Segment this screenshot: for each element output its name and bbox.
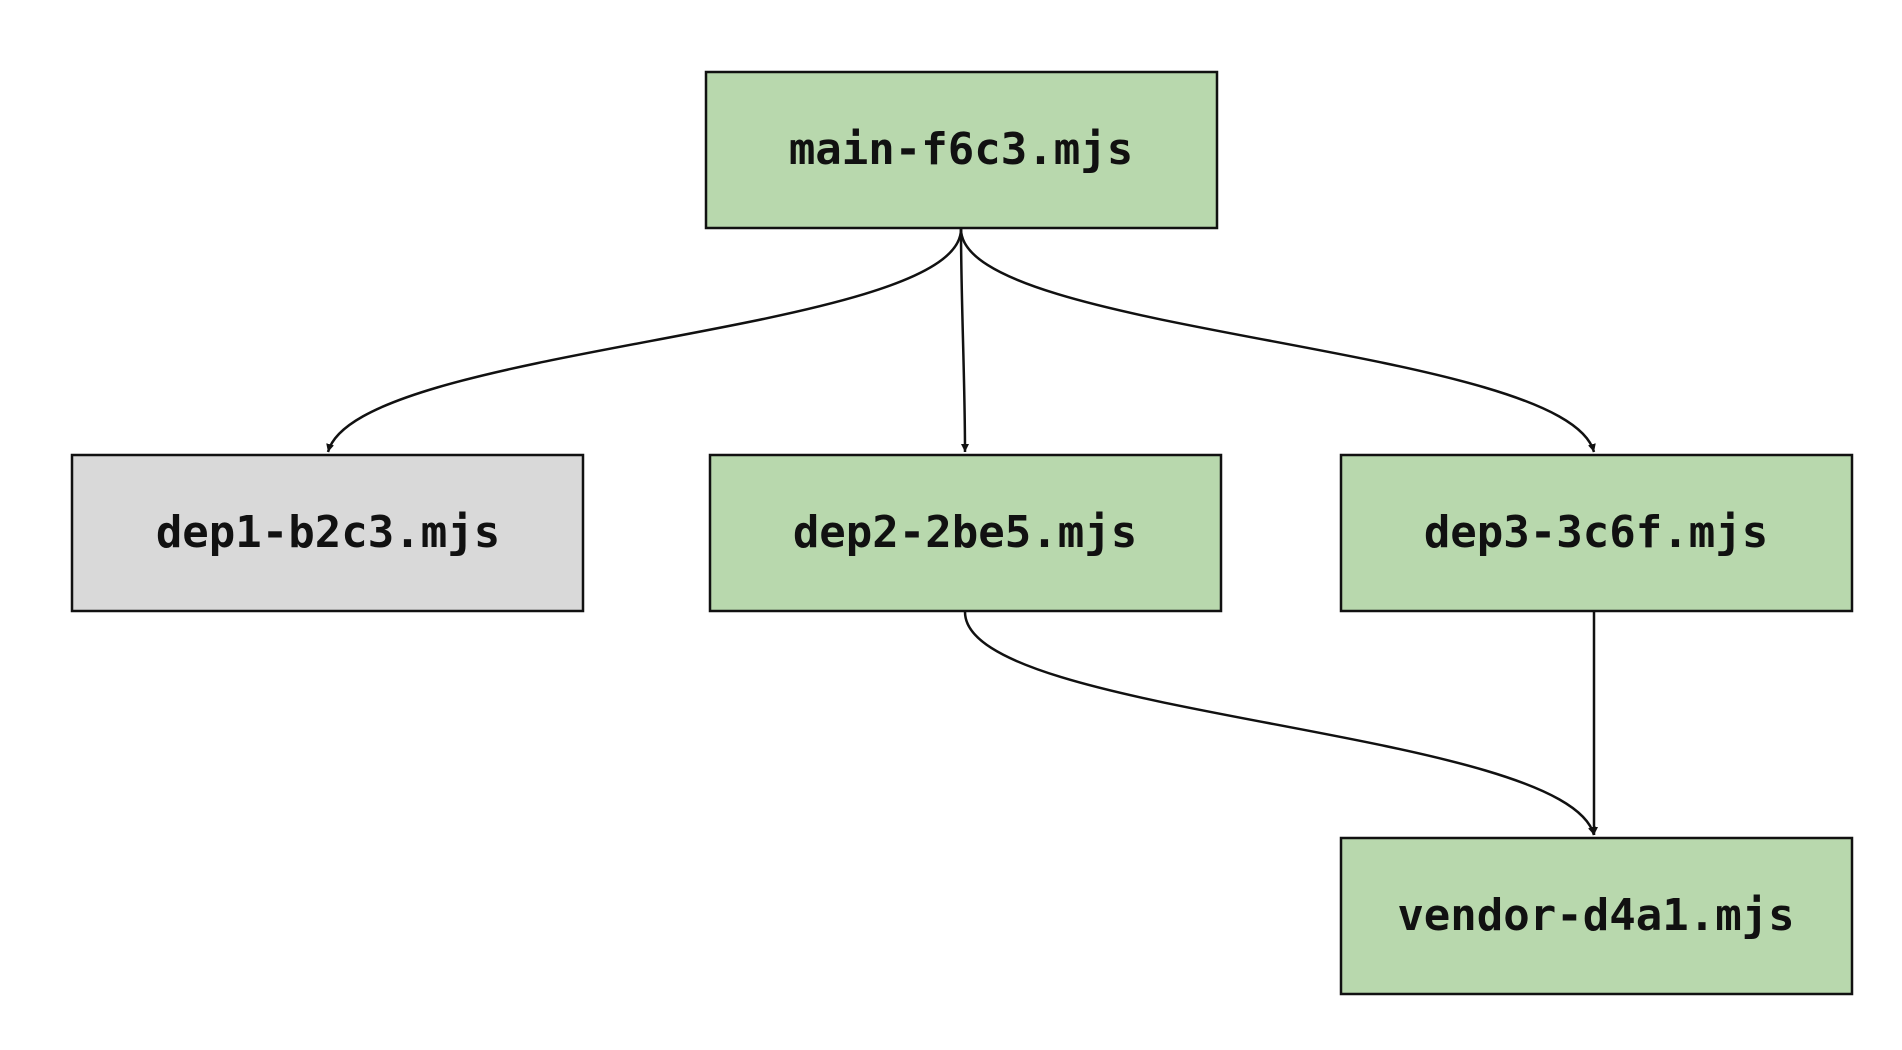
edge-dep2-to-vendor [963, 611, 1596, 836]
node-dep1: dep1-b2c3.mjs [70, 453, 585, 613]
node-dep1-box [70, 453, 585, 613]
edge-main-to-dep2 [959, 228, 969, 453]
node-dep3-label: dep3-3c6f.mjs [1424, 507, 1768, 558]
nodes-layer: main-f6c3.mjs dep1-b2c3.mjs dep2-2be5.mj… [70, 70, 1854, 996]
edges-layer [326, 228, 1598, 836]
edge-main-to-dep3 [959, 228, 1596, 453]
node-dep2-label: dep2-2be5.mjs [793, 507, 1137, 558]
node-dep1-label: dep1-b2c3.mjs [156, 507, 500, 558]
node-vendor-label: vendor-d4a1.mjs [1397, 890, 1794, 941]
node-dep2: dep2-2be5.mjs [708, 453, 1223, 613]
node-dep2-box [708, 453, 1223, 613]
node-dep3: dep3-3c6f.mjs [1339, 453, 1854, 613]
node-vendor: vendor-d4a1.mjs [1339, 836, 1854, 996]
node-main: main-f6c3.mjs [704, 70, 1219, 230]
edge-main-to-dep1 [326, 228, 963, 453]
node-main-label: main-f6c3.mjs [789, 124, 1133, 175]
node-vendor-box [1339, 836, 1854, 996]
node-dep3-box [1339, 453, 1854, 613]
node-main-box [704, 70, 1219, 230]
